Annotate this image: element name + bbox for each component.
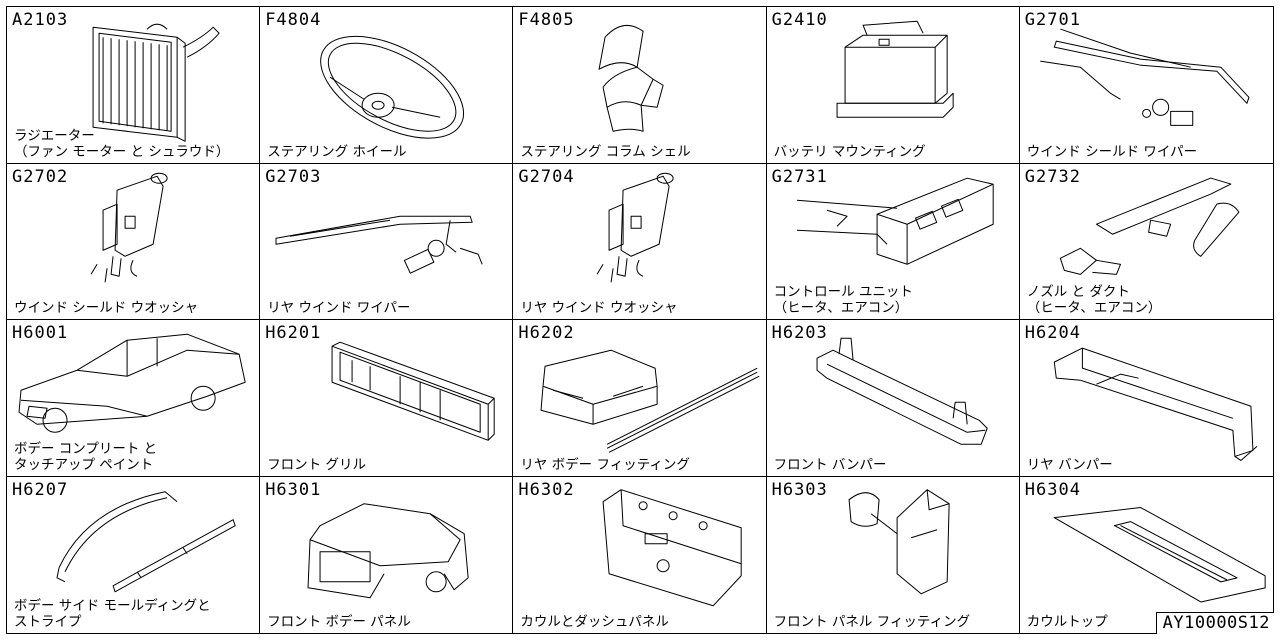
part-label: ボデー サイド モールディングと ストライプ	[14, 598, 211, 630]
part-label: バッテリ マウンティング	[773, 143, 926, 160]
car-body-icon	[18, 333, 246, 433]
part-code: H6203	[771, 323, 828, 343]
catalog-cell-f4805[interactable]: F4805 ステアリング コラム シェル	[513, 7, 767, 164]
catalog-cell-h6203[interactable]: H6203 フロント バンパー	[766, 320, 1020, 477]
part-code: G2702	[12, 166, 69, 187]
body-molding-icon	[56, 490, 236, 592]
part-label: ボデー コンプリート と タッチアップ ペイント	[14, 440, 158, 473]
catalog-cell-g2703[interactable]: G2703 リヤ ウインド ワイパー	[260, 163, 514, 320]
rear-body-icon	[540, 349, 760, 453]
catalog-cell-f4804[interactable]: F4804 ステアリング ホイール	[260, 7, 514, 164]
part-code: F4805	[518, 10, 575, 30]
part-code: H6302	[518, 479, 575, 500]
part-label: ステアリング コラム シェル	[520, 143, 691, 160]
part-label: ステアリング ホイール	[267, 143, 407, 160]
part-code: G2703	[265, 166, 322, 187]
part-label: ラジエーター （ファン モーター と シュラウド）	[14, 127, 230, 160]
cowl-dash-panel-icon	[602, 488, 743, 606]
part-code: F4804	[265, 10, 322, 30]
catalog-cell-h6303[interactable]: H6303 フロント パネル フィッティング	[766, 476, 1020, 633]
part-label: リヤ バンパー	[1026, 456, 1113, 473]
catalog-cell-h6202[interactable]: H6202 リヤ ボデー フィッティング	[513, 320, 767, 477]
reference-code: AY10000S12	[1155, 612, 1274, 634]
cowl-top-icon	[1053, 506, 1266, 602]
part-label: ウインド シールド ウオッシャ	[14, 300, 199, 316]
part-code: H6001	[12, 323, 69, 343]
part-code: G2704	[518, 166, 575, 187]
catalog-cell-h6304[interactable]: H6304 カウルトップ	[1019, 476, 1273, 633]
part-label: フロント グリル	[267, 456, 366, 473]
part-label: コントロール ユニット （ヒータ、エアコン）	[773, 284, 913, 316]
control-unit-icon	[796, 177, 994, 265]
part-code: H6304	[1024, 479, 1081, 500]
battery-icon	[836, 20, 954, 118]
part-code: G2410	[771, 10, 828, 30]
part-code: H6303	[771, 479, 828, 500]
duct-icon	[1059, 177, 1240, 275]
part-code: G2731	[771, 166, 828, 187]
catalog-cell-h6207[interactable]: H6207 ボデー サイド モールディングと ストライプ	[7, 476, 261, 633]
rear-bumper-icon	[1053, 347, 1258, 461]
part-code: H6201	[265, 323, 322, 343]
panel-fitting-icon	[848, 488, 950, 594]
part-label: リヤ ウインド ウオッシャ	[520, 300, 678, 316]
part-code: G2732	[1024, 166, 1081, 187]
grille-icon	[331, 341, 495, 441]
part-label: フロント パネル フィッティング	[773, 614, 971, 630]
catalog-cell-h6001[interactable]: H6001 ボデー コンプリート と タッチアップ ペイント	[7, 320, 261, 477]
catalog-cell-h6201[interactable]: H6201 フロント グリル	[260, 320, 514, 477]
catalog-cell-g2410[interactable]: G2410 バッテリ マウンティング	[766, 7, 1020, 164]
rear-wiper-icon	[275, 215, 483, 274]
catalog-cell-g2704[interactable]: G2704 リヤ ウインド ウオッシャ	[513, 163, 767, 320]
catalog-cell-g2702[interactable]: G2702 ウインド シールド ウオッシャ	[7, 163, 261, 320]
part-label: ノズル と ダクト （ヒータ、エアコン）	[1026, 284, 1162, 316]
catalog-cell-a2103[interactable]: A2103 ラジエーター （ファン モーター と シュラウド）	[7, 7, 261, 164]
wiper-icon	[1039, 28, 1250, 126]
radiator-icon	[92, 23, 220, 142]
washer-icon	[90, 172, 168, 282]
part-label: リヤ ボデー フィッティング	[520, 456, 690, 473]
catalog-cell-h6302[interactable]: H6302 カウルとダッシュパネル	[513, 476, 767, 633]
part-code: G2701	[1024, 10, 1081, 30]
part-code: H6204	[1024, 323, 1081, 343]
part-label: フロント バンパー	[773, 456, 887, 473]
catalog-cell-h6301[interactable]: H6301 フロント ボデー パネル	[260, 476, 514, 633]
front-bumper-icon	[816, 337, 988, 445]
column-shell-icon	[598, 24, 665, 132]
part-code: H6207	[12, 479, 69, 500]
parts-catalog-grid: A2103 ラジエーター （ファン モーター と シュラウド） F4804 ステ…	[6, 6, 1274, 634]
part-label: リヤ ウインド ワイパー	[267, 300, 411, 316]
washer-icon	[597, 172, 675, 282]
part-label: カウルとダッシュパネル	[520, 614, 669, 630]
front-body-panel-icon	[307, 502, 469, 598]
part-code: H6202	[518, 323, 575, 343]
catalog-cell-g2732[interactable]: G2732 ノズル と ダクト （ヒータ、エアコン）	[1019, 163, 1273, 320]
part-code: H6301	[265, 479, 322, 500]
catalog-cell-g2731[interactable]: G2731 コントロール ユニット （ヒータ、エアコン）	[766, 163, 1020, 320]
catalog-cell-g2701[interactable]: G2701 ウインド シールド ワイパー	[1019, 7, 1273, 164]
part-label: ウインド シールド ワイパー	[1026, 143, 1198, 160]
steering-wheel-icon	[320, 35, 465, 139]
part-label: フロント ボデー パネル	[267, 614, 411, 630]
part-label: カウルトップ	[1026, 614, 1108, 630]
catalog-cell-h6204[interactable]: H6204 リヤ バンパー	[1019, 320, 1273, 477]
part-code: A2103	[12, 10, 69, 30]
